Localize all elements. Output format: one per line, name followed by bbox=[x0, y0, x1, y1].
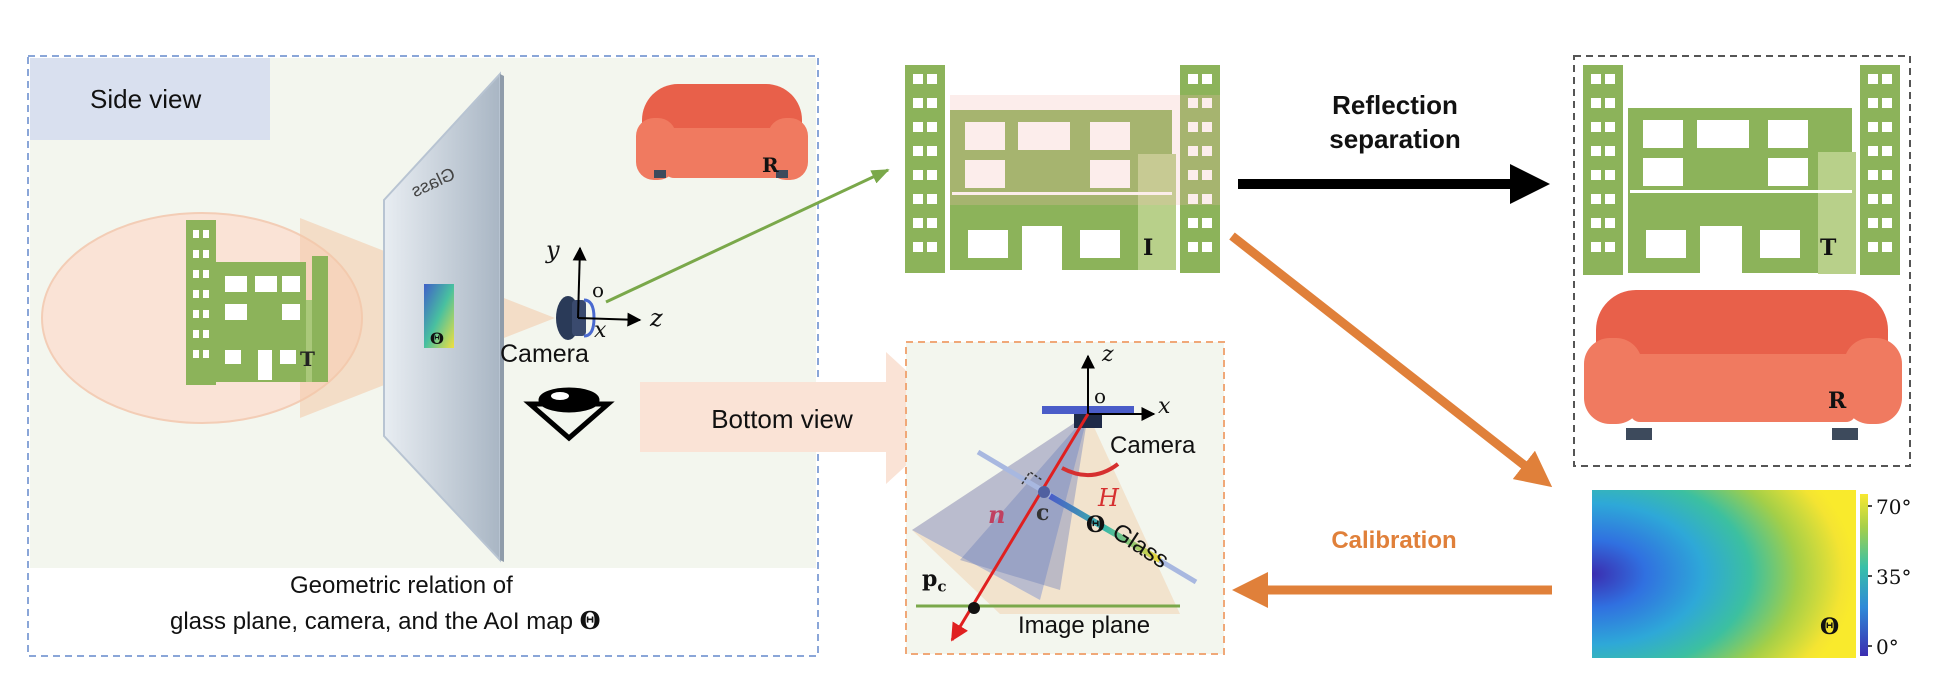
calibration-label: Calibration bbox=[1331, 527, 1456, 554]
bottom-axis-x-label: x bbox=[1158, 394, 1171, 419]
transmission-building bbox=[1583, 65, 1900, 275]
axis-y-line bbox=[572, 246, 587, 319]
aoi-map-symbol: Θ bbox=[1820, 614, 1839, 640]
bottom-axis-z-label: z bbox=[1102, 342, 1114, 367]
camera-label: Camera bbox=[500, 340, 589, 368]
colorbar-tick-0: 0° bbox=[1876, 635, 1899, 659]
frustum-blue bbox=[912, 414, 1088, 600]
side-view-title-box bbox=[30, 58, 270, 140]
aoi-colorbar bbox=[1860, 494, 1868, 656]
to-aoi-arrow bbox=[1229, 232, 1553, 488]
side-view-caption-line1: Geometric relation of bbox=[290, 572, 513, 599]
axis-y-label: y bbox=[546, 236, 560, 264]
building-t-label: T bbox=[300, 347, 315, 371]
mixed-image bbox=[905, 65, 1220, 273]
reflection-separation-line1: Reflection bbox=[1332, 90, 1458, 120]
frustum-blue-inner bbox=[960, 414, 1088, 590]
bottom-theta-label: Θ bbox=[1086, 512, 1106, 538]
axis-z-line bbox=[577, 312, 642, 327]
bottom-view-arrow bbox=[640, 352, 958, 484]
caption-text: glass plane, camera, and the AoI map bbox=[170, 608, 573, 635]
bottom-view-panel bbox=[905, 341, 1225, 655]
normal-label: n bbox=[988, 500, 1006, 529]
sofa-r-label: R bbox=[762, 153, 779, 177]
bottom-camera-label: Camera bbox=[1110, 432, 1196, 459]
pc-sub: c bbox=[937, 577, 947, 596]
sofa-icon-large bbox=[1584, 290, 1902, 440]
building-in-ellipse bbox=[186, 220, 328, 385]
glass-edge bbox=[500, 74, 504, 562]
axis-x-label: x bbox=[594, 318, 607, 343]
side-view-title: Side view bbox=[90, 84, 202, 114]
axis-z-label: z bbox=[650, 304, 663, 332]
pc-label: pc bbox=[922, 566, 947, 595]
center-point bbox=[1038, 486, 1050, 498]
reflection-tint bbox=[950, 95, 1220, 205]
bottom-aoi-strip bbox=[1048, 493, 1162, 563]
ray-to-mixed-image bbox=[605, 168, 890, 304]
reflection-label: R bbox=[1828, 388, 1847, 414]
output-panel: T R bbox=[1573, 55, 1911, 467]
side-view-caption-line2: glass plane, camera, and the AoI map Θ bbox=[170, 606, 601, 636]
sofa-icon-small bbox=[636, 84, 808, 180]
caption-symbol: Θ bbox=[579, 606, 601, 635]
colorbar-tick-35: 35° bbox=[1876, 565, 1911, 589]
aoi-map-image bbox=[1592, 490, 1856, 658]
reflection-separation-line2: separation bbox=[1329, 124, 1461, 154]
transmission-label: T bbox=[1820, 235, 1837, 261]
aoi-patch bbox=[424, 284, 454, 348]
pc-main: p bbox=[922, 566, 938, 592]
output-frame bbox=[1573, 55, 1911, 467]
bottom-origin-label: o bbox=[1094, 384, 1107, 408]
image-plane-label: Image plane bbox=[1018, 612, 1151, 639]
mixed-image-label: I bbox=[1143, 235, 1153, 261]
angle-label: H bbox=[1098, 484, 1119, 512]
pc-point bbox=[968, 602, 980, 614]
side-view-panel: T Glass Θ bbox=[27, 55, 890, 657]
origin-label: o bbox=[592, 278, 605, 302]
bottom-view-label: Bottom view bbox=[711, 404, 853, 434]
angle-arc bbox=[1061, 462, 1120, 477]
aoi-map: 70° 35° 0° Θ bbox=[1592, 490, 1911, 659]
colorbar-tick-70: 70° bbox=[1876, 495, 1911, 519]
eye-icon bbox=[523, 387, 615, 442]
aoi-patch-symbol: Θ bbox=[430, 329, 444, 348]
center-label: c bbox=[1036, 500, 1050, 526]
